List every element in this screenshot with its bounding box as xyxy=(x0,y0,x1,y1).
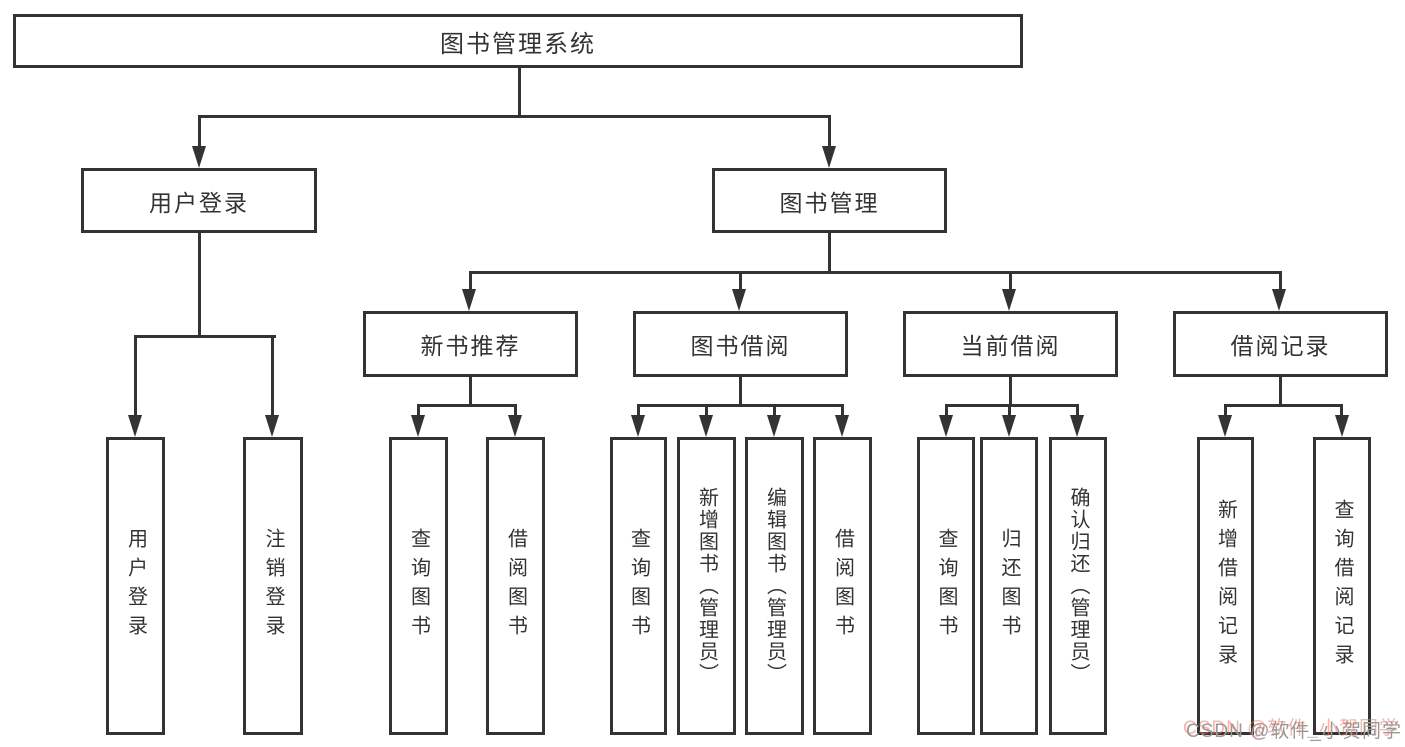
connector-user-login-vertical xyxy=(198,233,201,336)
connector-stub xyxy=(705,404,708,417)
connector-user-login-horizontal xyxy=(134,335,276,338)
leaf-current-confirm-admin-label: 确认归还（管理员） xyxy=(1067,487,1089,685)
leaf-logout-label: 注销登录 xyxy=(262,528,284,644)
connector-book-mgmt-horizontal xyxy=(469,271,1281,274)
connector-stub xyxy=(1008,404,1011,417)
arrow-down-icon xyxy=(265,415,279,437)
connector-stub xyxy=(945,404,948,417)
arrow-down-icon xyxy=(732,289,746,311)
leaf-borrow-edit-admin-label: 编辑图书（管理员） xyxy=(763,487,786,685)
node-current-borrow-label: 当前借阅 xyxy=(960,333,1061,359)
connector-stub-current-borrow xyxy=(1009,271,1012,291)
connector-stub-logout-leaf xyxy=(271,335,274,417)
arrow-down-icon xyxy=(508,415,522,437)
connector-borrow-records-vertical xyxy=(1279,377,1282,406)
connector-stub-new-books xyxy=(469,271,472,291)
leaf-borrow-query: 查询图书 xyxy=(610,437,667,735)
node-book-borrow: 图书借阅 xyxy=(633,311,848,377)
leaf-records-query-label: 查询借阅记录 xyxy=(1331,499,1353,673)
arrow-down-icon xyxy=(128,415,142,437)
node-user-login-label: 用户登录 xyxy=(149,189,249,216)
arrow-down-icon xyxy=(192,146,206,168)
node-borrow-records-label: 借阅记录 xyxy=(1230,333,1331,359)
arrow-down-icon xyxy=(822,146,836,168)
connector-new-books-horizontal xyxy=(417,404,517,407)
connector-new-books-vertical xyxy=(469,377,472,406)
arrow-down-icon xyxy=(1218,415,1232,437)
connector-stub xyxy=(1076,404,1079,417)
connector-book-borrow-vertical xyxy=(739,377,742,406)
leaf-borrow-add-admin: 新增图书（管理员） xyxy=(677,437,736,735)
connector-stub-book-mgmt xyxy=(828,115,831,147)
leaf-user-login: 用户登录 xyxy=(106,437,165,735)
connector-stub xyxy=(1340,404,1343,417)
connector-stub xyxy=(773,404,776,417)
arrow-down-icon xyxy=(1070,415,1084,437)
arrow-down-icon xyxy=(411,415,425,437)
connector-stub xyxy=(1224,404,1227,417)
arrow-down-icon xyxy=(1002,415,1016,437)
connector-stub-borrow-records xyxy=(1279,271,1282,291)
leaf-newbooks-borrow: 借阅图书 xyxy=(486,437,545,735)
leaf-current-return: 归还图书 xyxy=(980,437,1038,735)
connector-stub xyxy=(637,404,640,417)
node-book-mgmt-label: 图书管理 xyxy=(779,189,880,216)
arrow-down-icon xyxy=(939,415,953,437)
node-root: 图书管理系统 xyxy=(13,14,1023,68)
leaf-current-query-label: 查询图书 xyxy=(935,528,957,644)
connector-current-borrow-horizontal xyxy=(945,404,1079,407)
node-book-borrow-label: 图书借阅 xyxy=(690,333,791,359)
connector-root-horizontal xyxy=(198,115,831,118)
connector-current-borrow-vertical xyxy=(1009,377,1012,406)
connector-stub-login-leaf xyxy=(134,335,137,417)
leaf-logout: 注销登录 xyxy=(243,437,303,735)
leaf-borrow-add-admin-label: 新增图书（管理员） xyxy=(695,487,718,685)
leaf-user-login-label: 用户登录 xyxy=(124,528,147,644)
arrow-down-icon xyxy=(631,415,645,437)
node-root-label: 图书管理系统 xyxy=(440,30,596,58)
arrow-down-icon xyxy=(462,289,476,311)
arrow-down-icon xyxy=(1335,415,1349,437)
arrow-down-icon xyxy=(835,415,849,437)
node-book-mgmt: 图书管理 xyxy=(712,168,947,233)
leaf-records-query: 查询借阅记录 xyxy=(1313,437,1371,735)
arrow-down-icon xyxy=(767,415,781,437)
connector-book-mgmt-vertical xyxy=(828,233,831,273)
arrow-down-icon xyxy=(1002,289,1016,311)
leaf-borrow-query-label: 查询图书 xyxy=(627,528,650,644)
node-new-books: 新书推荐 xyxy=(363,311,578,377)
leaf-records-add-label: 新增借阅记录 xyxy=(1214,499,1237,673)
leaf-current-confirm-admin: 确认归还（管理员） xyxy=(1049,437,1107,735)
leaf-borrow-book: 借阅图书 xyxy=(813,437,872,735)
connector-stub xyxy=(514,404,517,417)
node-borrow-records: 借阅记录 xyxy=(1173,311,1388,377)
connector-stub xyxy=(417,404,420,417)
connector-borrow-records-horizontal xyxy=(1224,404,1343,407)
leaf-borrow-book-label: 借阅图书 xyxy=(831,528,854,644)
node-new-books-label: 新书推荐 xyxy=(420,333,521,359)
leaf-records-add: 新增借阅记录 xyxy=(1197,437,1254,735)
connector-root-vertical xyxy=(518,68,521,116)
node-current-borrow: 当前借阅 xyxy=(903,311,1118,377)
leaf-newbooks-query: 查询图书 xyxy=(389,437,448,735)
leaf-current-query: 查询图书 xyxy=(917,437,975,735)
leaf-borrow-edit-admin: 编辑图书（管理员） xyxy=(745,437,804,735)
leaf-newbooks-borrow-label: 借阅图书 xyxy=(504,528,527,644)
arrow-down-icon xyxy=(699,415,713,437)
leaf-current-return-label: 归还图书 xyxy=(998,528,1020,644)
watermark: CSDN @软件_小贺同学 xyxy=(1186,721,1402,742)
connector-book-borrow-horizontal xyxy=(637,404,844,407)
arrow-down-icon xyxy=(1272,289,1286,311)
node-user-login: 用户登录 xyxy=(81,168,317,233)
connector-stub-book-borrow xyxy=(739,271,742,291)
connector-stub-user-login xyxy=(198,115,201,147)
connector-stub xyxy=(841,404,844,417)
leaf-newbooks-query-label: 查询图书 xyxy=(407,528,430,644)
